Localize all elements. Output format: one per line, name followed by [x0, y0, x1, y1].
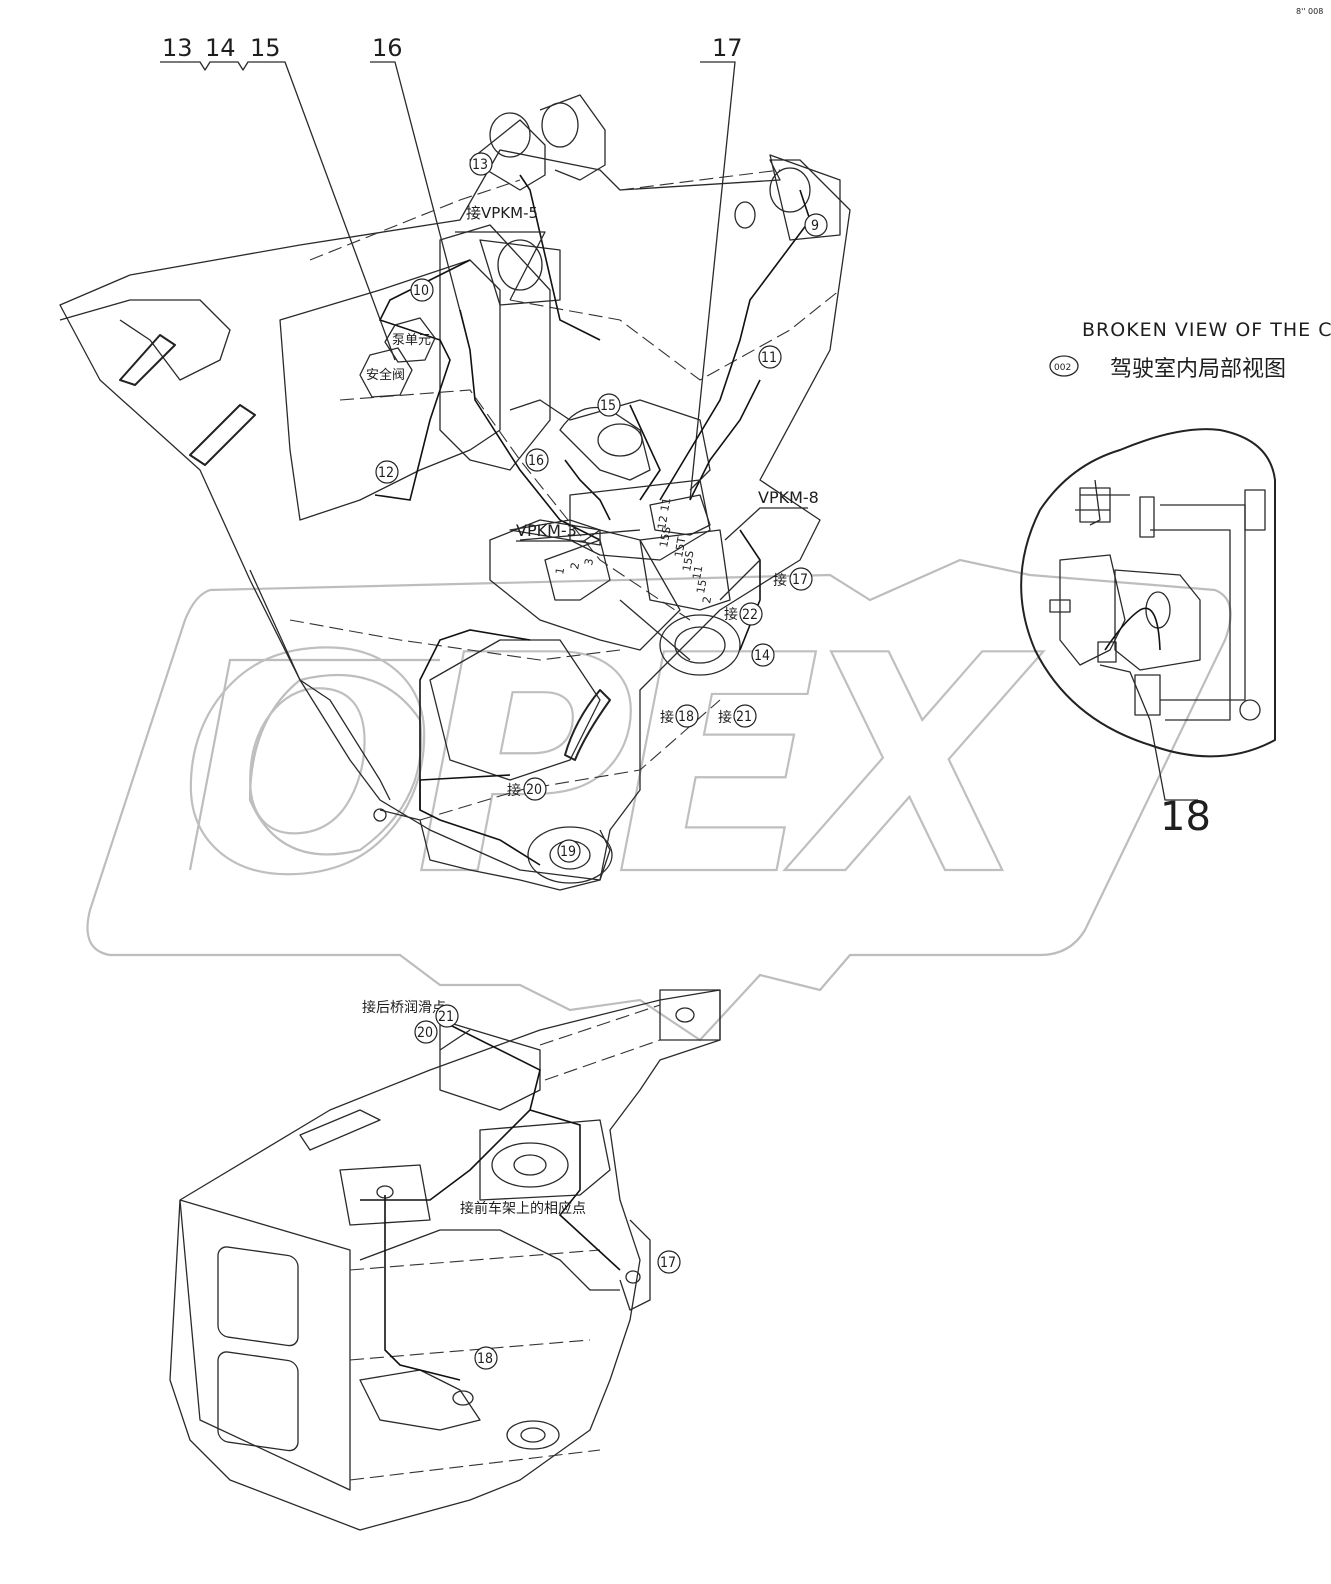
svg-text:17: 17: [660, 1255, 676, 1271]
svg-text:13: 13: [472, 157, 488, 173]
jie-label-17: 接: [773, 572, 787, 589]
callout-14: 14: [205, 34, 236, 62]
point-bubble-16: 16: [525, 448, 549, 472]
point-bubble-13: 13: [469, 152, 493, 176]
vpkm8-label: VPKM-8: [758, 488, 819, 507]
svg-text:14: 14: [754, 648, 770, 664]
callout-13: 13: [162, 34, 193, 62]
rear-frame-assembly: 接后桥润滑点 接前车架上的相应点: [169, 989, 721, 1531]
svg-text:12: 12: [378, 465, 394, 481]
block-number-5: 15S: [680, 550, 696, 573]
small-block-number-1: 1: [553, 566, 567, 575]
distributor-blocks: 11 12 15S 15T 15S 11 15 2 1 2 3: [509, 479, 761, 661]
svg-text:17: 17: [792, 572, 808, 588]
jie-label-22: 接: [724, 606, 738, 623]
point-bubble-19: 19: [557, 839, 581, 863]
point-bubble-10: 10: [410, 278, 434, 302]
cab-view-id-symbol: 002: [1049, 355, 1079, 377]
small-block-number-3: 3: [582, 557, 596, 566]
block-number-7: 15: [694, 578, 709, 594]
svg-text:22: 22: [742, 607, 758, 623]
point-bubble-12: 12: [375, 460, 399, 484]
block-number-6: 11: [690, 564, 705, 580]
point-bubble-20-a: 20: [523, 777, 547, 801]
point-bubble-22: 22: [739, 602, 763, 626]
svg-text:20: 20: [526, 782, 542, 798]
point-bubble-18-b: 18: [474, 1346, 498, 1370]
block-number-3: 15S: [657, 526, 673, 549]
jie-label-18: 接: [660, 709, 674, 726]
block-number-1: 11: [658, 496, 673, 512]
block-number-2: 12: [655, 514, 670, 530]
jie-label-21: 接: [718, 709, 732, 726]
rear-axle-label: 接后桥润滑点: [362, 999, 446, 1016]
point-bubble-18-a: 18: [675, 704, 699, 728]
svg-text:16: 16: [528, 453, 544, 469]
svg-text:20: 20: [417, 1025, 433, 1041]
svg-text:11: 11: [761, 350, 777, 366]
jie-label-20: 接: [507, 782, 521, 799]
svg-text:21: 21: [736, 709, 752, 725]
point-bubble-11: 11: [758, 345, 782, 369]
connection-labels: 接VPKM-5 VPKM-3 VPKM-8 接 接 接 接 接: [455, 204, 819, 799]
svg-text:18: 18: [477, 1351, 493, 1367]
svg-text:9: 9: [811, 218, 819, 234]
watermark-text: OPEX: [180, 592, 1044, 941]
svg-text:21: 21: [438, 1009, 454, 1025]
vpkm3-label: VPKM-3: [516, 521, 577, 540]
point-bubble-17-a: 17: [789, 567, 813, 591]
callout-16: 16: [372, 34, 403, 62]
point-bubble-20-b: 20: [414, 1020, 438, 1044]
point-bubble-14: 14: [751, 643, 775, 667]
cab-view-id: 002: [1054, 363, 1071, 373]
pump-unit-label: 泵单元: [392, 333, 431, 348]
svg-text:18: 18: [678, 709, 694, 725]
block-number-8: 2: [700, 595, 714, 604]
cab-view-title-en: BROKEN VIEW OF THE CAB: [1082, 319, 1331, 341]
svg-text:10: 10: [413, 283, 429, 299]
front-frame-label: 接前车架上的相应点: [460, 1200, 586, 1217]
callout-15: 15: [250, 34, 281, 62]
top-callouts: 13 14 15 16 17: [160, 34, 743, 501]
block-number-4: 15T: [672, 536, 688, 559]
svg-text:15: 15: [600, 398, 616, 414]
watermark-outline: OPEX: [86, 558, 1232, 1042]
cab-view-title-cn: 驾驶室内局部视图: [1110, 357, 1286, 382]
point-bubble-21-b: 21: [435, 1004, 459, 1028]
front-frame-assembly: [59, 94, 851, 891]
point-bubble-15: 15: [597, 393, 621, 417]
corner-mark: 8'' 008: [1296, 7, 1323, 16]
point-bubble-9: 9: [804, 213, 828, 237]
safety-valve-label: 安全阀: [366, 367, 405, 383]
pump-valve-labels: 泵单元 安全阀: [359, 317, 436, 398]
cab-callout-18: 18: [1160, 794, 1211, 840]
cab-broken-view: BROKEN VIEW OF THE CAB 002 驾驶室内局部视图 18: [1020, 319, 1331, 840]
vpkm5-label: 接VPKM-5: [466, 204, 538, 222]
point-bubble-21-a: 21: [733, 704, 757, 728]
small-block-number-2: 2: [568, 561, 582, 570]
point-bubble-17-b: 17: [657, 1250, 681, 1274]
callout-17: 17: [712, 34, 743, 62]
svg-text:19: 19: [560, 844, 576, 860]
